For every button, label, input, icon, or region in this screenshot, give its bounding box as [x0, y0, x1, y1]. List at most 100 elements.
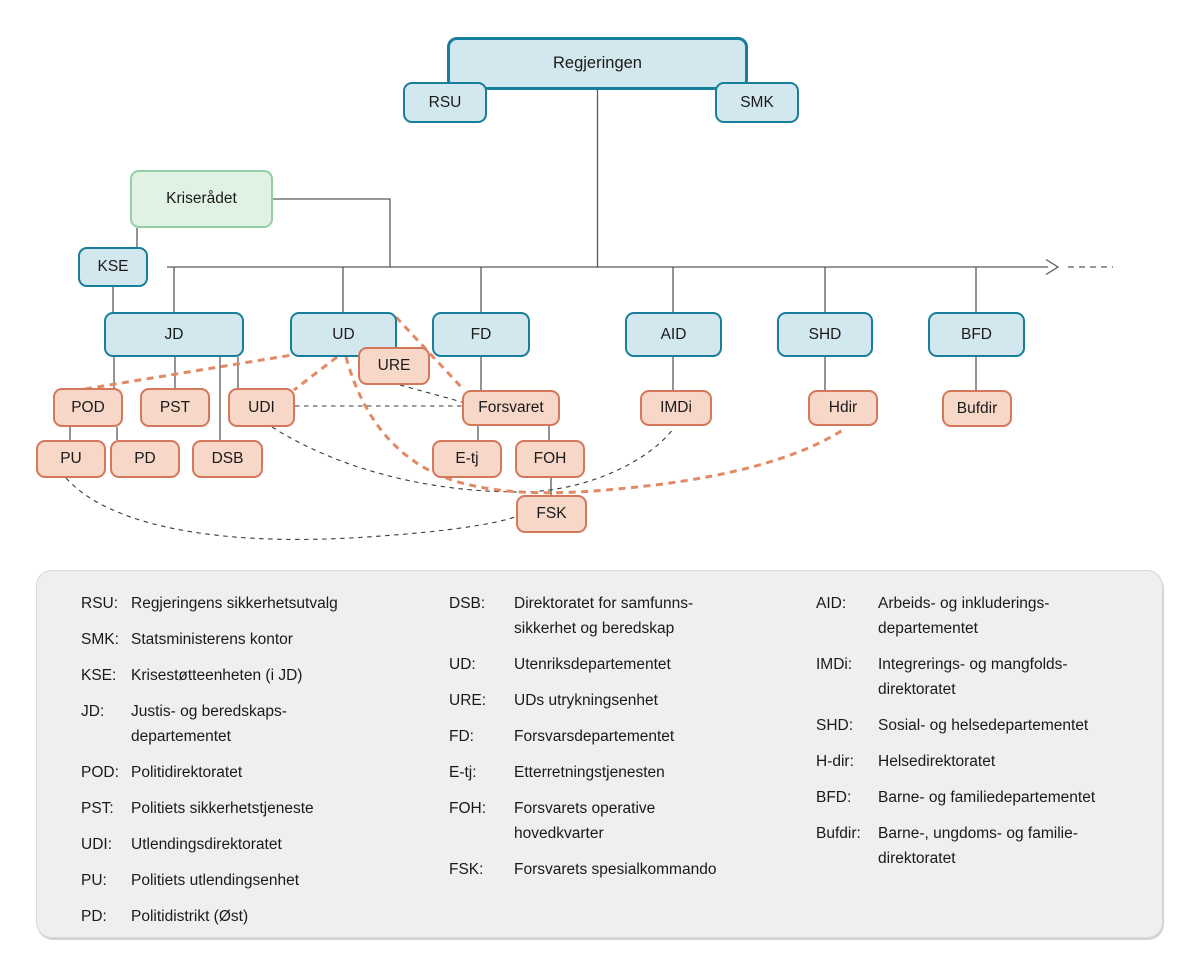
node-label: Bufdir: [956, 399, 998, 417]
node-label: DSB: [211, 450, 244, 468]
legend-definition: UDs utrykningsenhet: [514, 692, 658, 709]
legend-definition: Direktoratet for samfunns- sikkerhet og …: [514, 595, 694, 637]
legend-panel: RSU:Regjeringens sikkerhetsutvalg SMK: St…: [36, 570, 1163, 938]
node-label: UDI: [248, 398, 275, 416]
legend-definition: Utenriksdepartementet: [514, 656, 671, 673]
line-kriseradet-branch: [273, 198, 391, 267]
legend-definition: Etterretningstjenesten: [514, 764, 665, 781]
accent-ud-forsvaret: [394, 315, 465, 391]
node-forsvaret: Forsvaret: [462, 390, 560, 426]
node-label: FSK: [536, 505, 567, 523]
legend-abbr: IMDi:: [816, 656, 853, 673]
node-pst: PST: [140, 388, 210, 427]
accent-ud-udi: [293, 355, 338, 392]
node-label: IMDi: [660, 399, 692, 417]
legend-definition: Politiets utlendingsenhet: [131, 872, 300, 889]
arrowhead-icon: [1045, 258, 1060, 276]
node-dsb: DSB: [192, 440, 263, 478]
legend-definition: Justis- og beredskaps- departementet: [131, 703, 287, 745]
node-label: PU: [60, 450, 82, 468]
legend-definition: Barne-, ungdoms- og familie- direktorate…: [878, 825, 1078, 867]
legend-entry: IMDi:Integrerings- og mangfolds- direkto…: [816, 652, 1156, 702]
legend-entry: PD: Politidistrikt (Øst): [81, 904, 421, 929]
node-label: AID: [660, 325, 687, 343]
legend-entry: UDI: Utlendingsdirektoratet: [81, 832, 421, 857]
legend-abbr: PD:: [81, 908, 107, 925]
legend-entry: H-dir:Helsedirektoratet: [816, 749, 1156, 774]
accent-pod-ud: [84, 353, 293, 391]
legend-abbr: FOH:: [449, 800, 487, 817]
legend-definition: Sosial- og helsedepartementet: [878, 717, 1089, 734]
legend-abbr: URE:: [449, 692, 487, 709]
legend-entry: FOH: Forsvarets operative hovedkvarter: [449, 796, 789, 846]
node-label: URE: [377, 357, 411, 375]
legend-abbr: KSE:: [81, 667, 117, 684]
legend-abbr: JD:: [81, 703, 105, 720]
node-pod: POD: [53, 388, 123, 427]
legend-entry: DSB:Direktoratet for samfunns- sikkerhet…: [449, 591, 789, 641]
legend-definition: Forsvarsdepartementet: [514, 728, 675, 745]
legend-abbr: FSK:: [449, 861, 484, 878]
legend-abbr: PU:: [81, 872, 107, 889]
legend-column-1: RSU:Regjeringens sikkerhetsutvalg SMK: St…: [81, 591, 421, 929]
legend-definition: Forsvarets spesialkommando: [514, 861, 717, 878]
legend-abbr: SHD:: [816, 717, 854, 734]
legend-abbr: SMK:: [81, 631, 119, 648]
legend-entry: SHD: Sosial- og helsedepartementet: [816, 713, 1156, 738]
legend-entry: JD: Justis- og beredskaps- departementet: [81, 699, 421, 749]
node-fsk: FSK: [516, 495, 587, 533]
dashed-pu-fsk: [65, 477, 516, 540]
node-label: Regjeringen: [553, 54, 642, 73]
node-label: UD: [332, 325, 355, 343]
node-smk: SMK: [715, 82, 799, 123]
legend-abbr: POD:: [81, 764, 119, 781]
legend-entry: PST:Politiets sikkerhetstjeneste: [81, 796, 421, 821]
legend-definition: Politidistrikt (Øst): [131, 908, 249, 925]
legend-definition: Barne- og familiedepartementet: [878, 789, 1096, 806]
legend-definition: Politidirektoratet: [131, 764, 243, 781]
node-label: RSU: [428, 93, 462, 111]
legend-entry: FSK: Forsvarets spesialkommando: [449, 857, 789, 882]
node-label: Hdir: [828, 399, 858, 417]
legend-abbr: PST:: [81, 800, 114, 817]
dashed-ure-forsvaret: [399, 384, 463, 403]
legend-entry: KSE:Krisestøtteenheten (i JD): [81, 663, 421, 688]
legend-entry: SMK: Statsministerens kontor: [81, 627, 421, 652]
legend-definition: Forsvarets operative hovedkvarter: [514, 800, 656, 842]
legend-entry: UD:Utenriksdepartementet: [449, 652, 789, 677]
legend-column-2: DSB:Direktoratet for samfunns- sikkerhet…: [449, 591, 789, 882]
legend-abbr: BFD:: [816, 789, 852, 806]
node-shd: SHD: [777, 312, 873, 357]
node-label: E-tj: [455, 450, 479, 468]
node-aid: AID: [625, 312, 722, 357]
node-label: POD: [71, 398, 105, 416]
legend-entry: BFD: Barne- og familiedepartementet: [816, 785, 1156, 810]
node-label: FD: [470, 325, 492, 343]
node-kriseradet: Kriserådet: [130, 170, 273, 228]
node-label: PST: [159, 398, 191, 416]
legend-entry: RSU:Regjeringens sikkerhetsutvalg: [81, 591, 421, 616]
legend-entry: E-tj: Etterretningstjenesten: [449, 760, 789, 785]
legend-abbr: Bufdir:: [816, 825, 861, 842]
node-imdi: IMDi: [640, 390, 712, 426]
legend-abbr: AID:: [816, 595, 847, 612]
legend-entry: AID: Arbeids- og inkluderings- departemen…: [816, 591, 1156, 641]
accent-ud-hdir: [344, 356, 847, 495]
legend-entry: FD: Forsvarsdepartementet: [449, 724, 789, 749]
legend-abbr: E-tj:: [449, 764, 477, 781]
node-fd: FD: [432, 312, 530, 357]
dashed-udi-imdi: [271, 426, 674, 493]
node-pu: PU: [36, 440, 106, 478]
node-label: Kriserådet: [166, 190, 237, 208]
legend-definition: Utlendingsdirektoratet: [131, 836, 282, 853]
node-foh: FOH: [515, 440, 585, 478]
legend-definition: Statsministerens kontor: [131, 631, 293, 648]
node-bfd: BFD: [928, 312, 1025, 357]
legend-abbr: FD:: [449, 728, 474, 745]
legend-entry: Bufdir: Barne-, ungdoms- og familie- dire…: [816, 821, 1156, 871]
legend-abbr: UDI:: [81, 836, 112, 853]
legend-definition: Arbeids- og inkluderings- departementet: [878, 595, 1050, 637]
node-label: SMK: [740, 93, 774, 111]
